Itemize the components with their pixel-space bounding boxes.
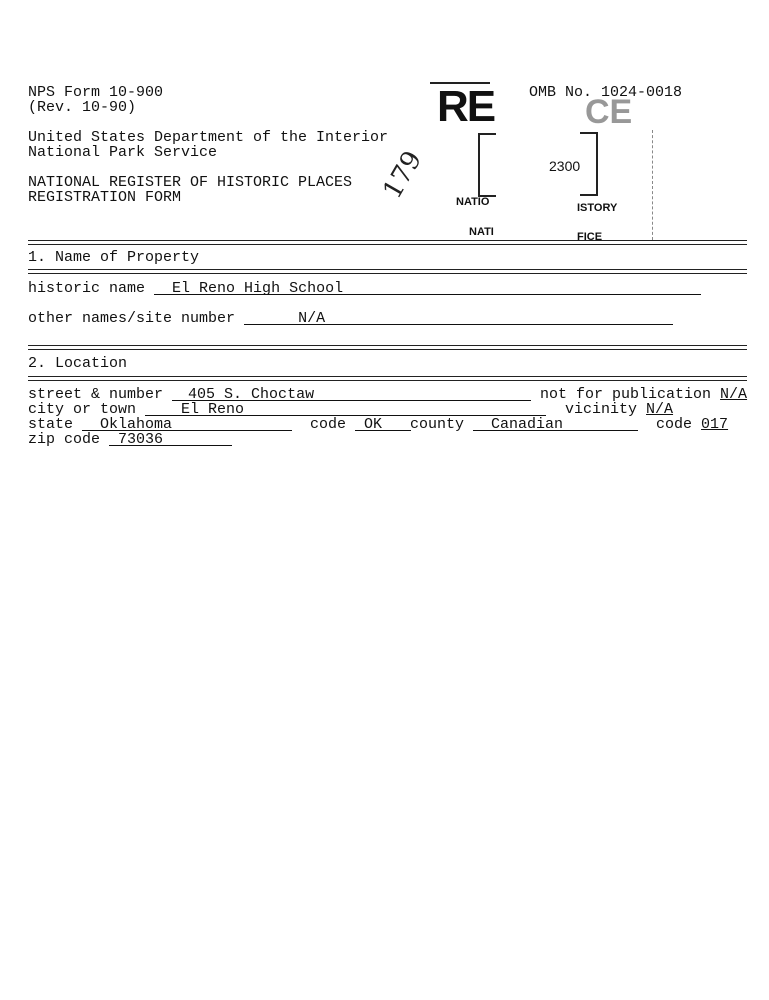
form-revision: (Rev. 10-90) — [28, 99, 137, 116]
historic-name-row: historic name El Reno High School — [28, 280, 702, 297]
stamp-text: ISTORY — [577, 202, 618, 214]
not-for-publication-label: not for publication — [540, 386, 712, 403]
city-field[interactable]: El Reno — [145, 402, 547, 417]
other-names-field[interactable]: N/A — [244, 311, 674, 326]
handwritten-number: 179 — [377, 146, 429, 204]
city-label: city or town — [28, 401, 137, 418]
street-row: street & number 405 S. Choctaw — [28, 386, 532, 403]
zip-row: zip code 73036 — [28, 431, 233, 448]
county: county Canadian — [410, 416, 639, 433]
historic-name-field[interactable]: El Reno High School — [154, 281, 702, 296]
state-code-field[interactable]: OK — [355, 417, 412, 432]
separator — [28, 345, 747, 350]
county-code-label: code — [656, 416, 693, 433]
stamp-re: RE — [437, 82, 496, 131]
vicinity: vicinity N/A — [565, 402, 673, 417]
state-field[interactable]: Oklahoma — [82, 417, 293, 432]
county-code: code 017 — [656, 417, 728, 432]
vicinity-label: vicinity — [565, 401, 638, 418]
section-1-heading: 1. Name of Property — [28, 249, 200, 266]
stamp-text: NATI — [469, 226, 494, 238]
state-row: state Oklahoma — [28, 416, 293, 433]
state-code-label: code — [310, 416, 347, 433]
form-number: NPS Form 10-900 — [28, 84, 164, 101]
other-names-label: other names/site number — [28, 310, 236, 327]
state-label: state — [28, 416, 74, 433]
stamp-date: 2300 — [549, 158, 581, 174]
omb-number: OMB No. 1024-0018 — [529, 84, 683, 101]
stamp-text: NATIO — [456, 196, 490, 208]
street-field[interactable]: 405 S. Choctaw — [172, 387, 532, 402]
street-label: street & number — [28, 386, 164, 403]
service: National Park Service — [28, 144, 218, 161]
separator — [28, 376, 747, 381]
zip-field[interactable]: 73036 — [109, 432, 233, 447]
department: United States Department of the Interior — [28, 129, 389, 146]
county-label: county — [410, 416, 465, 433]
county-code-value[interactable]: 017 — [701, 416, 729, 433]
form-title: NATIONAL REGISTER OF HISTORIC PLACES — [28, 174, 353, 191]
zip-label: zip code — [28, 431, 101, 448]
not-for-publication: not for publication N/A — [540, 387, 747, 402]
county-field[interactable]: Canadian — [473, 417, 639, 432]
other-names-row: other names/site number N/A — [28, 310, 674, 327]
not-for-publication-value[interactable]: N/A — [720, 386, 748, 403]
section-2-heading: 2. Location — [28, 355, 128, 372]
state-code: code OK — [310, 416, 412, 433]
separator — [28, 269, 747, 274]
stamp-ce: CE — [585, 93, 633, 131]
historic-name-label: historic name — [28, 280, 146, 297]
vicinity-value[interactable]: N/A — [646, 401, 674, 418]
separator — [28, 240, 747, 245]
city-row: city or town El Reno — [28, 401, 547, 418]
form-subtitle: REGISTRATION FORM — [28, 189, 182, 206]
